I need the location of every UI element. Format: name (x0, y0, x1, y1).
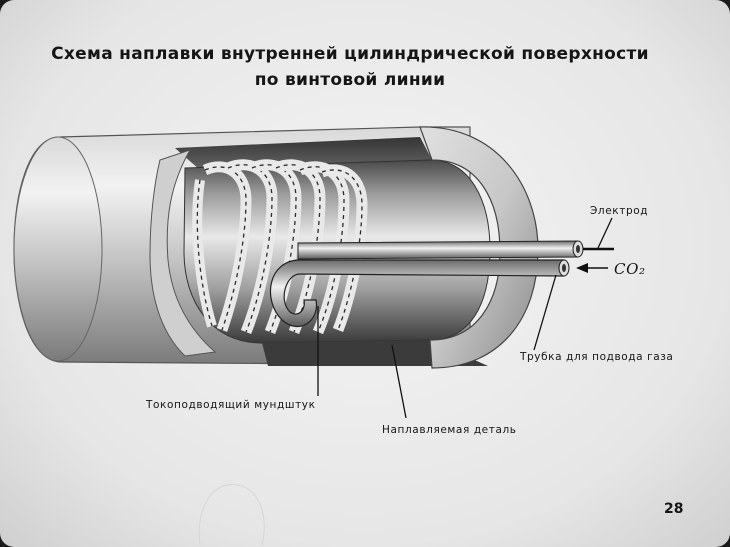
label-co2: CO₂ (614, 260, 646, 278)
leader-gas-tube (533, 274, 557, 351)
cylinder-left-end (13, 136, 103, 362)
film-artifact (198, 483, 265, 546)
page-number: 28 (664, 501, 684, 517)
label-electrode: Электрод (590, 205, 649, 217)
electrode-tube (297, 240, 614, 260)
gas-supply-tube (269, 259, 570, 327)
diagram-title-line-1: Схема наплавки внутренней цилиндрической… (51, 44, 649, 64)
co2-inflow-arrow (576, 263, 608, 273)
label-gas-tube: Трубка для подвода газа (520, 351, 674, 363)
diagram-title-line-2: по винтовой линии (254, 70, 446, 90)
label-nozzle: Токоподводящий мундштук (146, 399, 316, 411)
label-welded-part: Наплавляемая деталь (382, 424, 517, 436)
leader-electrode (597, 217, 613, 249)
leader-part (391, 344, 407, 419)
cut-face-left (149, 149, 217, 357)
cylinder-right-ring (419, 126, 539, 369)
